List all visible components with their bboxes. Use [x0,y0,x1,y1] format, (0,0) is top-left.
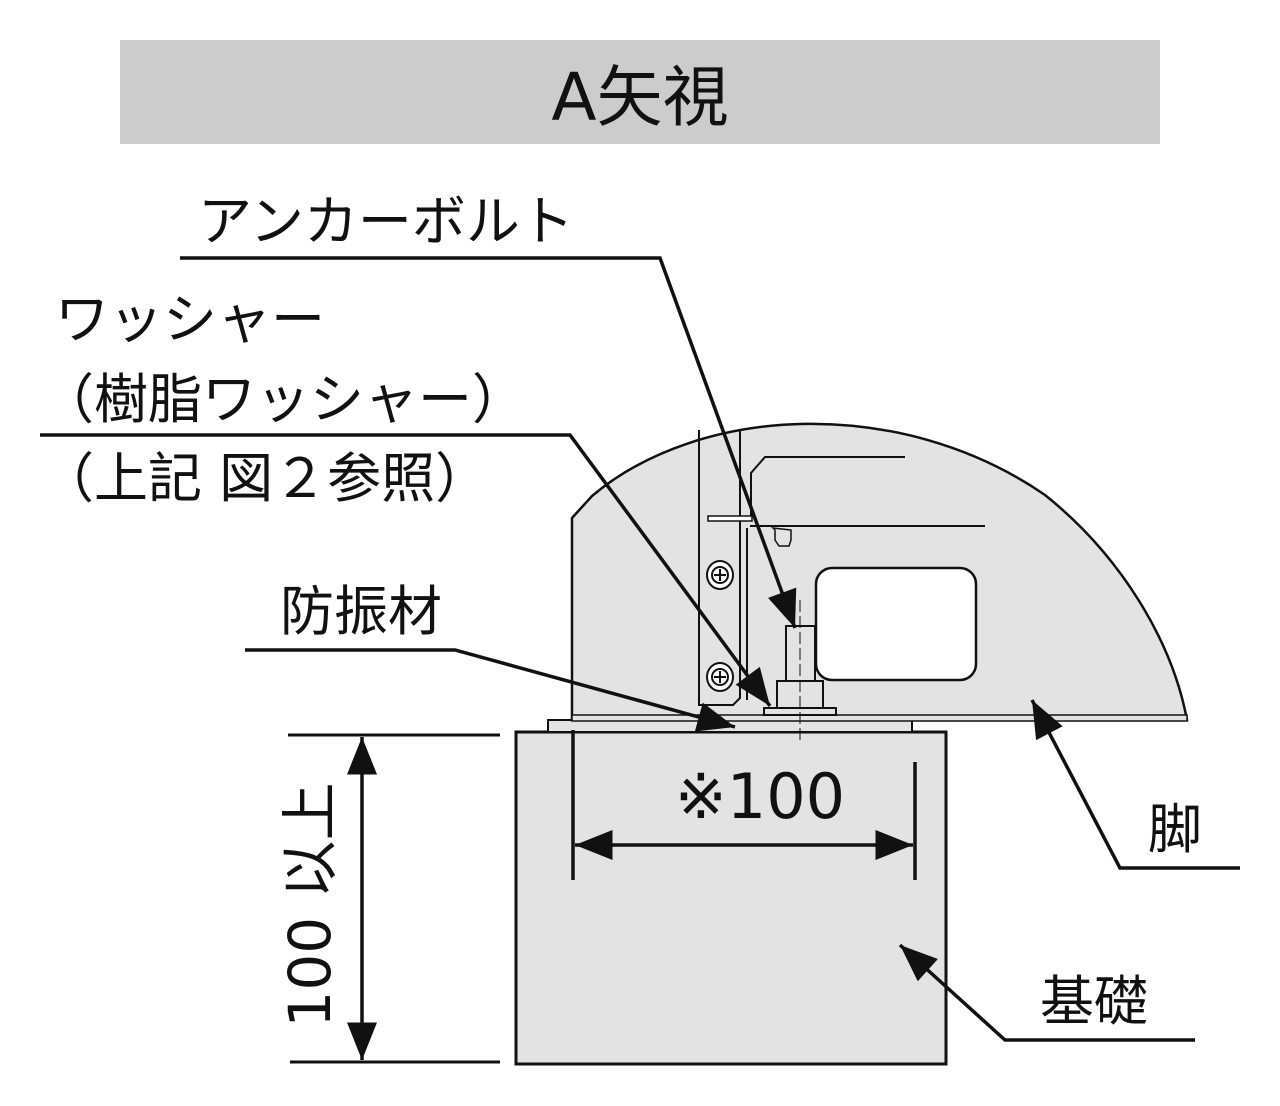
leader-vibration-pad [245,648,736,732]
dimension-width: ※100 [571,730,917,880]
anchor-bolt [763,600,837,740]
label-washer-sub: （樹脂ワッシャー） [40,368,526,431]
title-band: A矢視 [120,40,1160,144]
leader-anchor-bolt [180,256,797,629]
label-washer: ワッシャー [55,288,325,351]
leader-foundation [898,943,1195,1042]
leader-leg [1030,699,1240,870]
leg-window [814,566,978,682]
dimension-height: 100 以上 [276,733,500,1064]
leader-washer [40,433,772,708]
label-foundation: 基礎 [1040,970,1148,1033]
dimension-height-label: 100 以上 [276,782,344,1027]
leg [570,422,1189,722]
title: A矢視 [551,59,728,136]
foundation-block [514,730,948,1066]
screw-icon [706,560,734,590]
label-vibration-pad: 防振材 [280,580,442,643]
label-leg: 脚 [1148,798,1202,861]
label-anchor-bolt: アンカーボルト [198,190,574,253]
screw-icon [706,662,734,692]
dimension-width-label: ※100 [675,760,845,833]
label-washer-ref: （上記 図２参照） [40,447,489,510]
